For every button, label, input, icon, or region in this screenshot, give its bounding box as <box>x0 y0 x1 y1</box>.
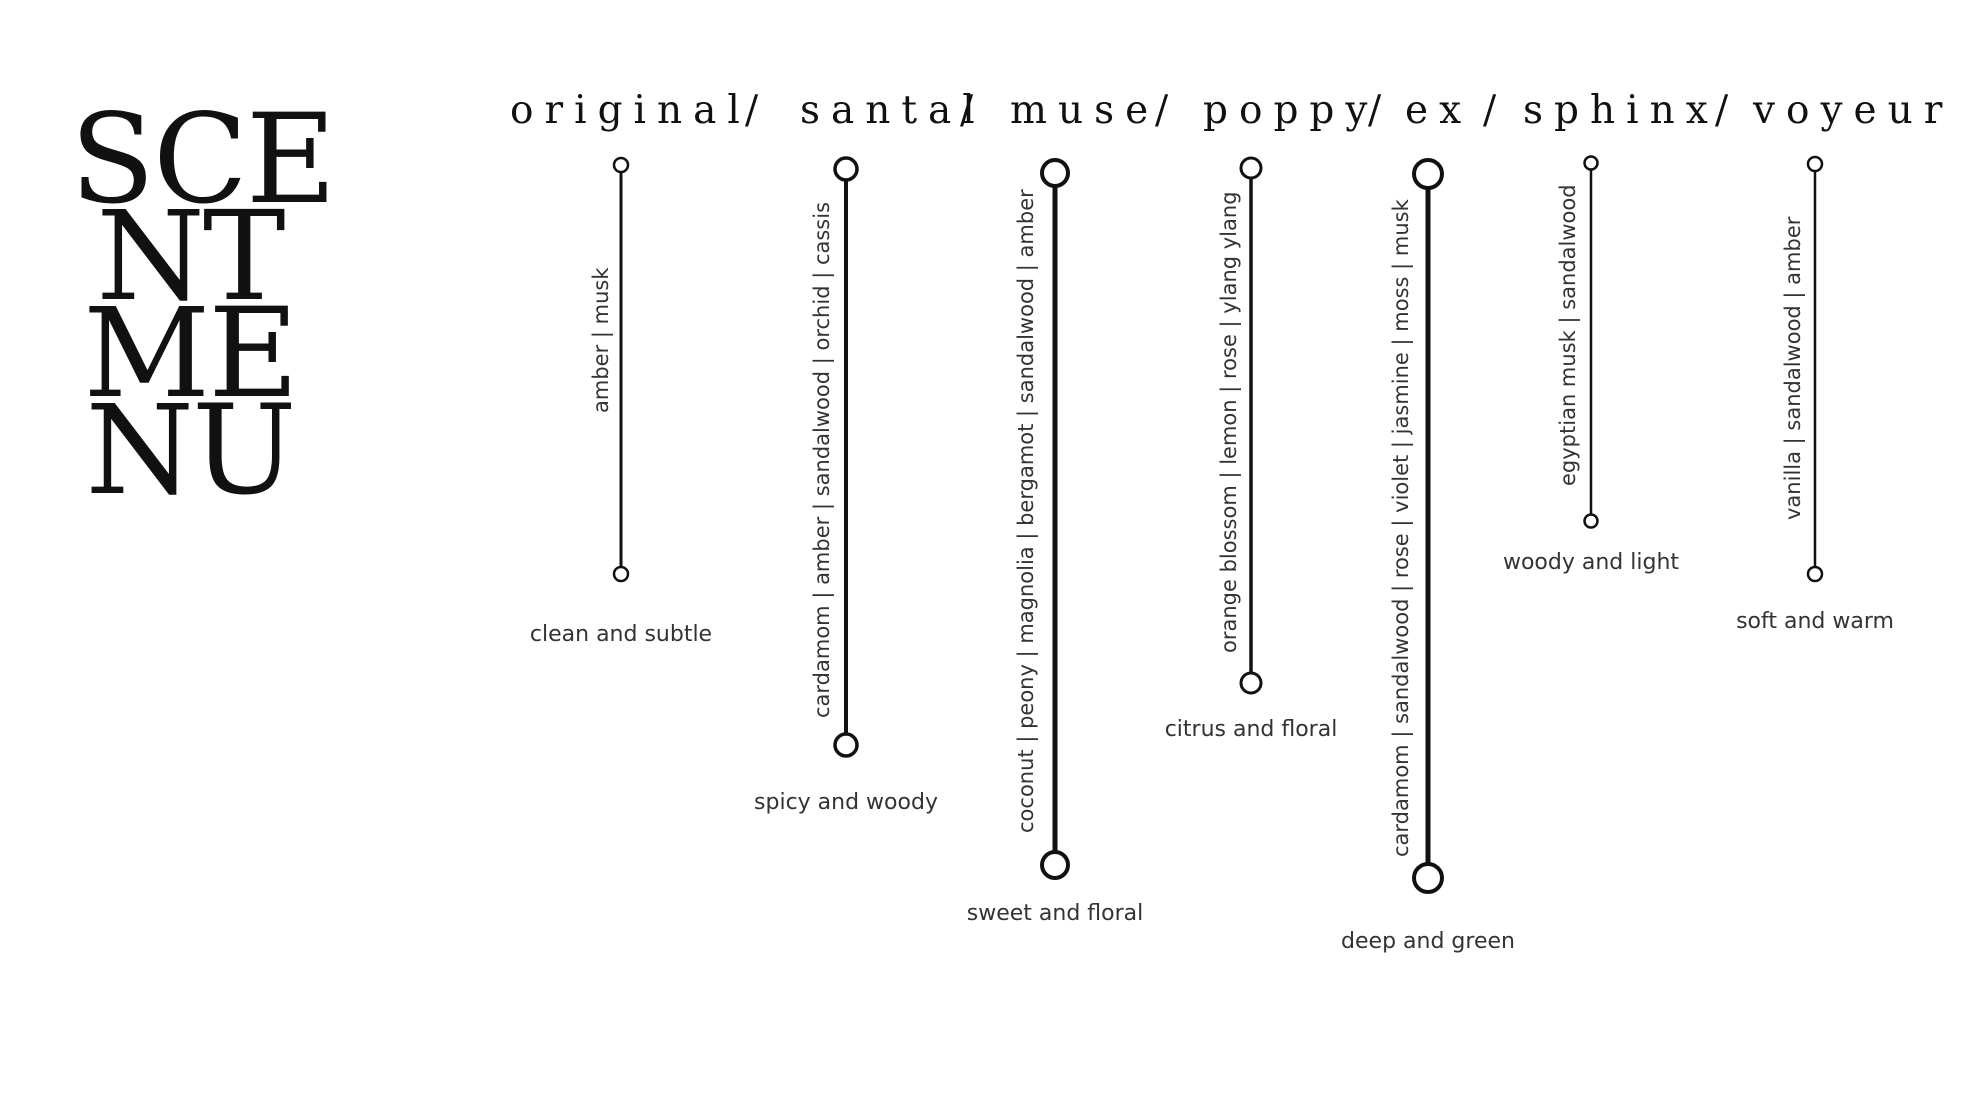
title-line-1: SCE <box>70 88 336 232</box>
notes-santal: cardamom | amber | sandalwood | orchid |… <box>810 201 834 718</box>
descriptor-poppy: citrus and floral <box>1164 717 1338 742</box>
bottom-node-circle <box>1040 850 1070 880</box>
bottom-node-circle <box>1583 513 1599 529</box>
top-node-circle <box>1040 158 1070 188</box>
top-node-circle <box>1239 156 1263 180</box>
header-name-sphinx: sphinx <box>1523 88 1719 133</box>
bottom-node-circle <box>1239 671 1263 695</box>
top-node-circle <box>612 156 630 174</box>
header-name-poppy: poppy <box>1203 88 1379 133</box>
descriptor-voyeur: soft and warm <box>1736 609 1894 634</box>
notes-sphinx: egyptian musk | sandalwood <box>1556 184 1580 486</box>
bottom-node-circle <box>1412 862 1444 894</box>
scent-menu-title: SCE NT ME NU <box>70 88 336 523</box>
notes-ex: cardamom | sandalwood | rose | violet | … <box>1389 199 1413 857</box>
scale-poppy <box>1239 156 1263 695</box>
scale-original <box>612 156 630 583</box>
header-name-voyeur: voyeur <box>1753 88 1954 133</box>
scale-muse <box>1040 158 1070 880</box>
title-line-3: ME <box>83 282 298 426</box>
header-name-ex: ex <box>1405 88 1473 133</box>
notes-poppy: orange blossom | lemon | rose | ylang yl… <box>1217 191 1241 653</box>
top-node-circle <box>1583 155 1599 171</box>
header-name-santal: santal <box>800 88 986 133</box>
title-line-4: NU <box>85 379 296 523</box>
header-separator: / <box>960 88 985 133</box>
header-name-original: original <box>510 88 751 133</box>
notes-original: amber | musk <box>589 267 613 413</box>
descriptor-original: clean and subtle <box>529 622 713 647</box>
scale-sphinx <box>1583 155 1599 529</box>
scent-names-header: original / santal / muse / poppy / ex / … <box>510 88 1950 148</box>
header-separator: / <box>1368 88 1393 133</box>
header-separator: / <box>1483 88 1508 133</box>
top-node-circle <box>1806 155 1824 173</box>
notes-voyeur: vanilla | sandalwood | amber <box>1781 216 1805 520</box>
descriptor-sphinx: woody and light <box>1502 550 1680 575</box>
title-line-2: NT <box>96 185 285 329</box>
notes-muse: coconut | peony | magnolia | bergamot | … <box>1014 189 1038 833</box>
scale-ex <box>1412 158 1444 894</box>
bottom-node-circle <box>833 732 859 758</box>
top-node-circle <box>1412 158 1444 190</box>
bottom-node-circle <box>612 565 630 583</box>
scale-santal <box>833 156 859 758</box>
descriptor-santal: spicy and woody <box>754 790 938 815</box>
header-separator: / <box>745 88 770 133</box>
descriptor-ex: deep and green <box>1341 929 1515 954</box>
descriptor-muse: sweet and floral <box>966 901 1144 926</box>
header-separator: / <box>1715 88 1740 133</box>
bottom-node-circle <box>1806 565 1824 583</box>
header-name-muse: muse <box>1010 88 1160 133</box>
header-separator: / <box>1155 88 1180 133</box>
scale-voyeur <box>1806 155 1824 583</box>
top-node-circle <box>833 156 859 182</box>
